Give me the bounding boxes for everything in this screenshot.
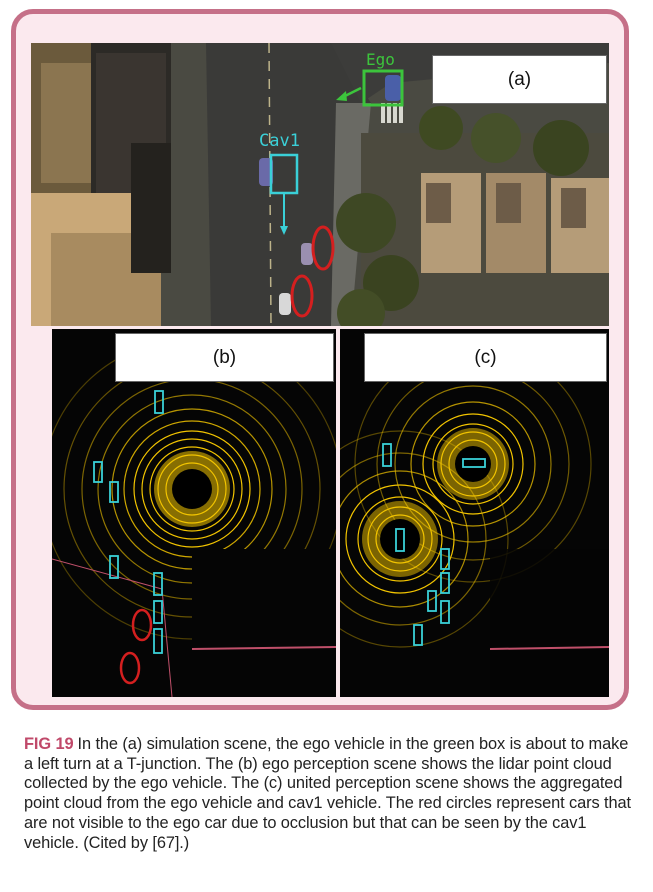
simulation-scene-image: Ego Cav1 xyxy=(31,43,609,326)
figure-label: FIG 19 xyxy=(24,735,74,753)
ego-tag: Ego xyxy=(366,50,395,69)
panel-c-label: (c) xyxy=(364,333,607,382)
panel-a-simulation-scene: Ego Cav1 (a) xyxy=(31,43,609,326)
ego-bounding-box xyxy=(362,69,404,107)
figure-caption-text: In the (a) simulation scene, the ego veh… xyxy=(24,735,631,852)
occluded-car-circle xyxy=(290,274,314,318)
ego-lidar-point-cloud xyxy=(52,329,336,697)
panel-a-label: (a) xyxy=(432,55,607,104)
panel-b-label: (b) xyxy=(115,333,334,382)
cav1-tag: Cav1 xyxy=(259,131,300,151)
united-lidar-point-cloud xyxy=(340,329,609,697)
panel-b-ego-perception: (b) xyxy=(52,329,336,697)
occluded-car-circle xyxy=(311,225,335,271)
panel-c-united-perception: (c) xyxy=(340,329,609,697)
